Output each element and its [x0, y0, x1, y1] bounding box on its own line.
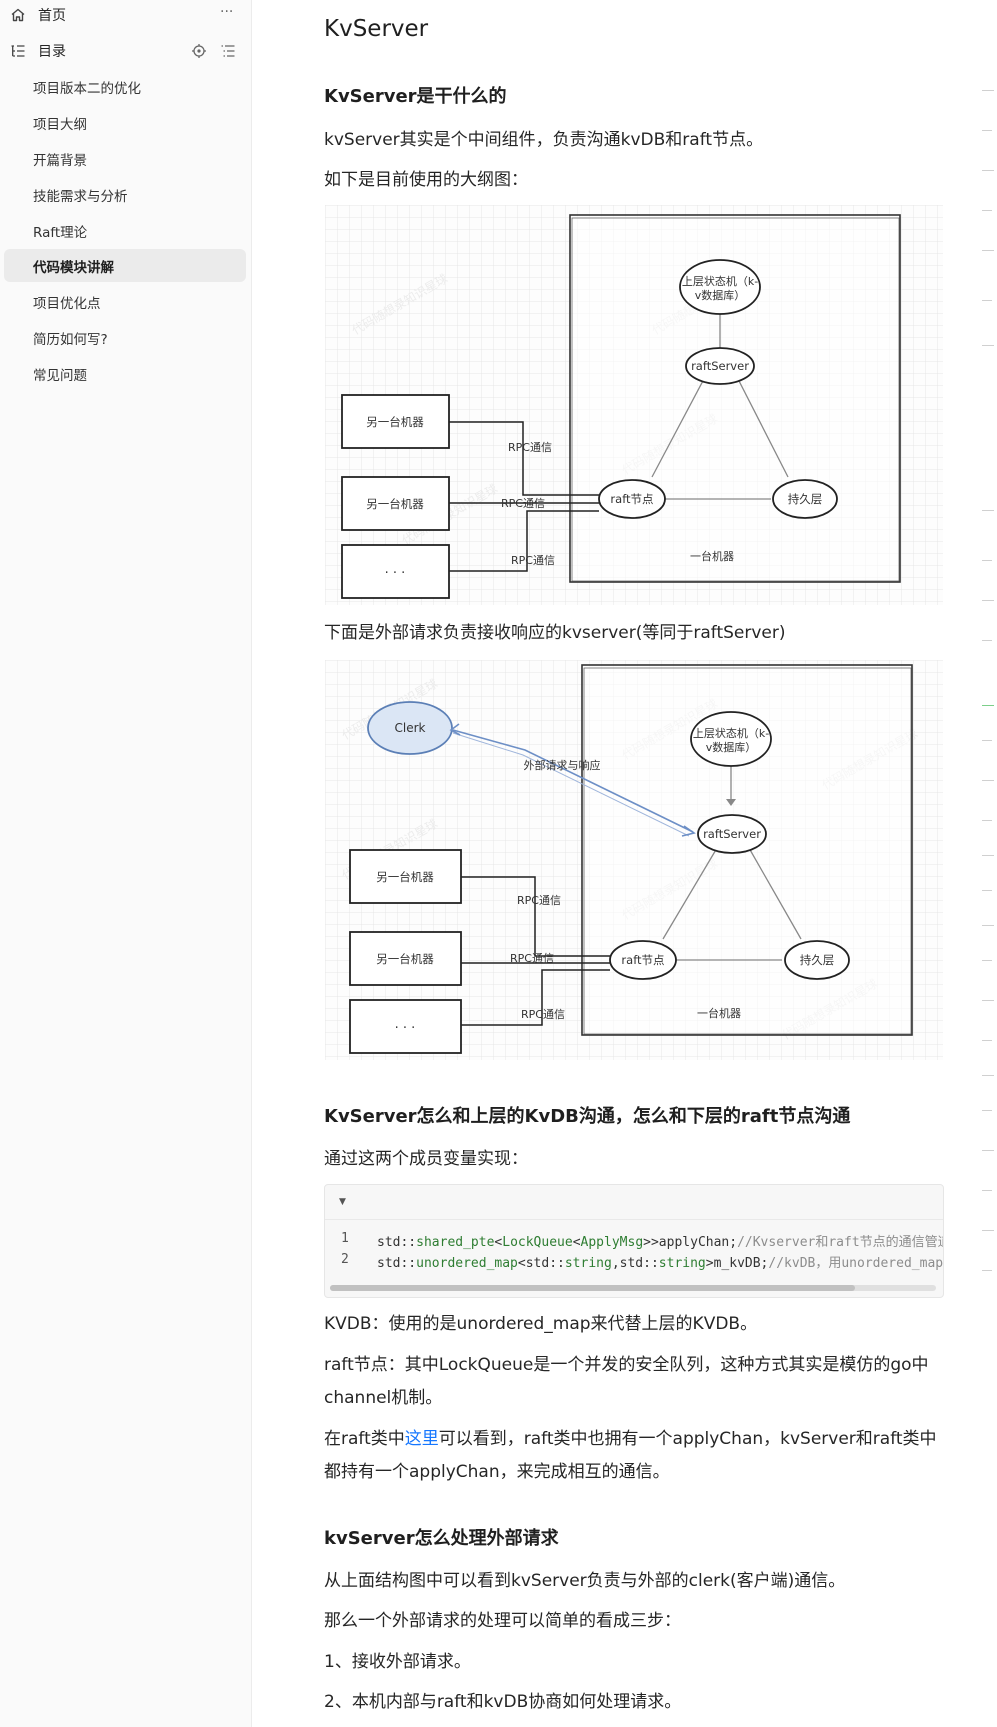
architecture-diagram-2: 代码随想录知识星球 代码随想录知识星球 代码随想录知识星球 代码随想录知识星球 … — [325, 660, 943, 1060]
external-request-label: 外部请求与响应 — [524, 758, 601, 772]
outline-minimap[interactable] — [978, 0, 997, 1727]
raft-node-label: raft节点 — [610, 492, 653, 506]
raft-node — [609, 940, 677, 980]
rpc-label: RPC通信 — [511, 554, 555, 567]
toc-item-optimization-points[interactable]: 项目优化点 — [33, 295, 101, 312]
sidebar-toc-header: 目录 — [0, 36, 252, 66]
other-machine-box-1 — [349, 849, 462, 904]
toc-item-resume[interactable]: 简历如何写? — [33, 331, 108, 348]
list-step-2: 2、本机内部与raft和kvDB协商如何处理请求。 — [324, 1692, 682, 1712]
toc-item-background[interactable]: 开篇背景 — [33, 152, 87, 169]
other-machine-box-2 — [349, 931, 462, 986]
code-line: 2 std::unordered_map<std::string,std::st… — [325, 1252, 944, 1274]
rpc-label: RPC通信 — [521, 1008, 565, 1021]
paragraph-kvdb: KVDB：使用的是unordered_map来代替上层的KVDB。 — [324, 1314, 758, 1334]
sidebar: 首页 ··· 目录 项目版本二的优化 项目大纲 开篇背景 技能需求与分析 Raf… — [0, 0, 252, 1727]
other-machine-label: 另一台机器 — [376, 870, 434, 884]
toc-label: 目录 — [38, 44, 66, 60]
code-block-header: ▼ — [325, 1185, 943, 1220]
list-step-1: 1、接收外部请求。 — [324, 1652, 471, 1672]
machine-label: 一台机器 — [690, 549, 734, 563]
sidebar-home[interactable]: 首页 ··· — [0, 0, 252, 30]
paragraph-three-steps: 那么一个外部请求的处理可以简单的看成三步： — [324, 1611, 681, 1631]
raft-server-node — [697, 814, 767, 854]
code-block[interactable]: ▼ 1 std::shared_pte<LockQueue<ApplyMsg>>… — [324, 1184, 944, 1298]
paragraph-diagram2-intro: 下面是外部请求负责接收响应的kvserver(等同于raftServer) — [324, 623, 786, 643]
persistence-node — [784, 940, 850, 980]
code-text: std::unordered_map<std::string,std::stri… — [377, 1256, 944, 1271]
rpc-label: RPC通信 — [508, 441, 552, 454]
paragraph-raft-node: raft节点：其中LockQueue是一个并发的安全队列，这种方式其实是模仿的g… — [324, 1355, 929, 1408]
line-number: 1 — [341, 1231, 349, 1246]
raft-server-node — [685, 347, 755, 385]
more-icon[interactable]: ··· — [220, 4, 234, 20]
outline-collapse-icon[interactable] — [220, 43, 236, 63]
ellipsis-label: · · · — [395, 1021, 416, 1036]
ellipsis-machine-box — [349, 999, 462, 1054]
locate-icon[interactable] — [191, 43, 207, 63]
other-machine-box-1 — [341, 394, 450, 449]
heading-communication: KvServer怎么和上层的KvDB沟通，怎么和下层的raft节点沟通 — [324, 1106, 851, 1127]
page-title: KvServer — [324, 16, 429, 42]
other-machine-label: 另一台机器 — [366, 415, 424, 429]
home-icon — [10, 7, 26, 23]
raft-server-label: raftServer — [691, 359, 749, 373]
line-number: 2 — [341, 1252, 349, 1267]
toc-item-faq[interactable]: 常见问题 — [33, 367, 87, 384]
machine-label: 一台机器 — [697, 1006, 741, 1020]
paragraph-applychan: 在raft类中这里可以看到，raft类中也拥有一个applyChan，kvSer… — [324, 1429, 937, 1482]
ellipsis-label: · · · — [385, 566, 406, 581]
persistence-node — [772, 479, 838, 519]
collapse-caret-icon[interactable]: ▼ — [339, 1197, 346, 1207]
toc-item-code-modules[interactable]: 代码模块讲解 — [4, 249, 246, 282]
toc-item-optimization-v2[interactable]: 项目版本二的优化 — [33, 80, 141, 97]
toc-item-outline[interactable]: 项目大纲 — [33, 116, 87, 133]
link-here[interactable]: 这里 — [404, 1429, 439, 1449]
raft-server-label: raftServer — [703, 827, 761, 841]
code-line: 1 std::shared_pte<LockQueue<ApplyMsg>>ap… — [325, 1231, 944, 1253]
raft-node-label: raft节点 — [621, 953, 664, 967]
paragraph-outline-intro: 如下是目前使用的大纲图： — [324, 170, 528, 190]
code-text: std::shared_pte<LockQueue<ApplyMsg>>appl… — [377, 1235, 944, 1250]
upper-sm-label: v数据库） — [706, 740, 757, 754]
paragraph-intro: kvServer其实是个中间组件，负责沟通kvDB和raft节点。 — [324, 130, 764, 150]
toc-icon — [10, 43, 26, 59]
upper-sm-label: 上层状态机（k- — [693, 726, 769, 740]
rpc-label: RPC通信 — [517, 894, 561, 907]
paragraph-clerk: 从上面结构图中可以看到kvServer负责与外部的clerk(客户端)通信。 — [324, 1571, 846, 1591]
ellipsis-machine-box — [341, 544, 450, 599]
toc-item-raft-theory[interactable]: Raft理论 — [33, 224, 88, 241]
other-machine-box-2 — [341, 476, 450, 531]
home-label: 首页 — [38, 8, 66, 24]
code-horizontal-scrollbar[interactable] — [330, 1285, 936, 1291]
upper-state-machine-node — [690, 711, 772, 767]
other-machine-label: 另一台机器 — [376, 952, 434, 966]
persistence-label: 持久层 — [800, 953, 835, 967]
heading-what-is-kvserver: KvServer是干什么的 — [324, 86, 507, 107]
upper-state-machine-node — [679, 259, 761, 315]
raft-node — [598, 479, 666, 519]
scrollbar-thumb[interactable] — [330, 1285, 855, 1291]
clerk-label: Clerk — [395, 721, 426, 735]
paragraph-members: 通过这两个成员变量实现： — [324, 1149, 528, 1169]
toc-item-skills[interactable]: 技能需求与分析 — [33, 188, 128, 205]
upper-sm-label: v数据库） — [695, 288, 746, 302]
heading-external-requests: kvServer怎么处理外部请求 — [324, 1528, 559, 1549]
rpc-label: RPC通信 — [501, 497, 545, 510]
architecture-diagram-1: 代码随想录知识星球 代码随想录知识星球 代码随想录知识星球 代码随想录知识星球 … — [325, 205, 943, 605]
clerk-node — [367, 701, 453, 755]
upper-sm-label: 上层状态机（k- — [682, 274, 758, 288]
other-machine-label: 另一台机器 — [366, 497, 424, 511]
rpc-label: RPC通信 — [510, 952, 554, 965]
persistence-label: 持久层 — [788, 492, 823, 506]
